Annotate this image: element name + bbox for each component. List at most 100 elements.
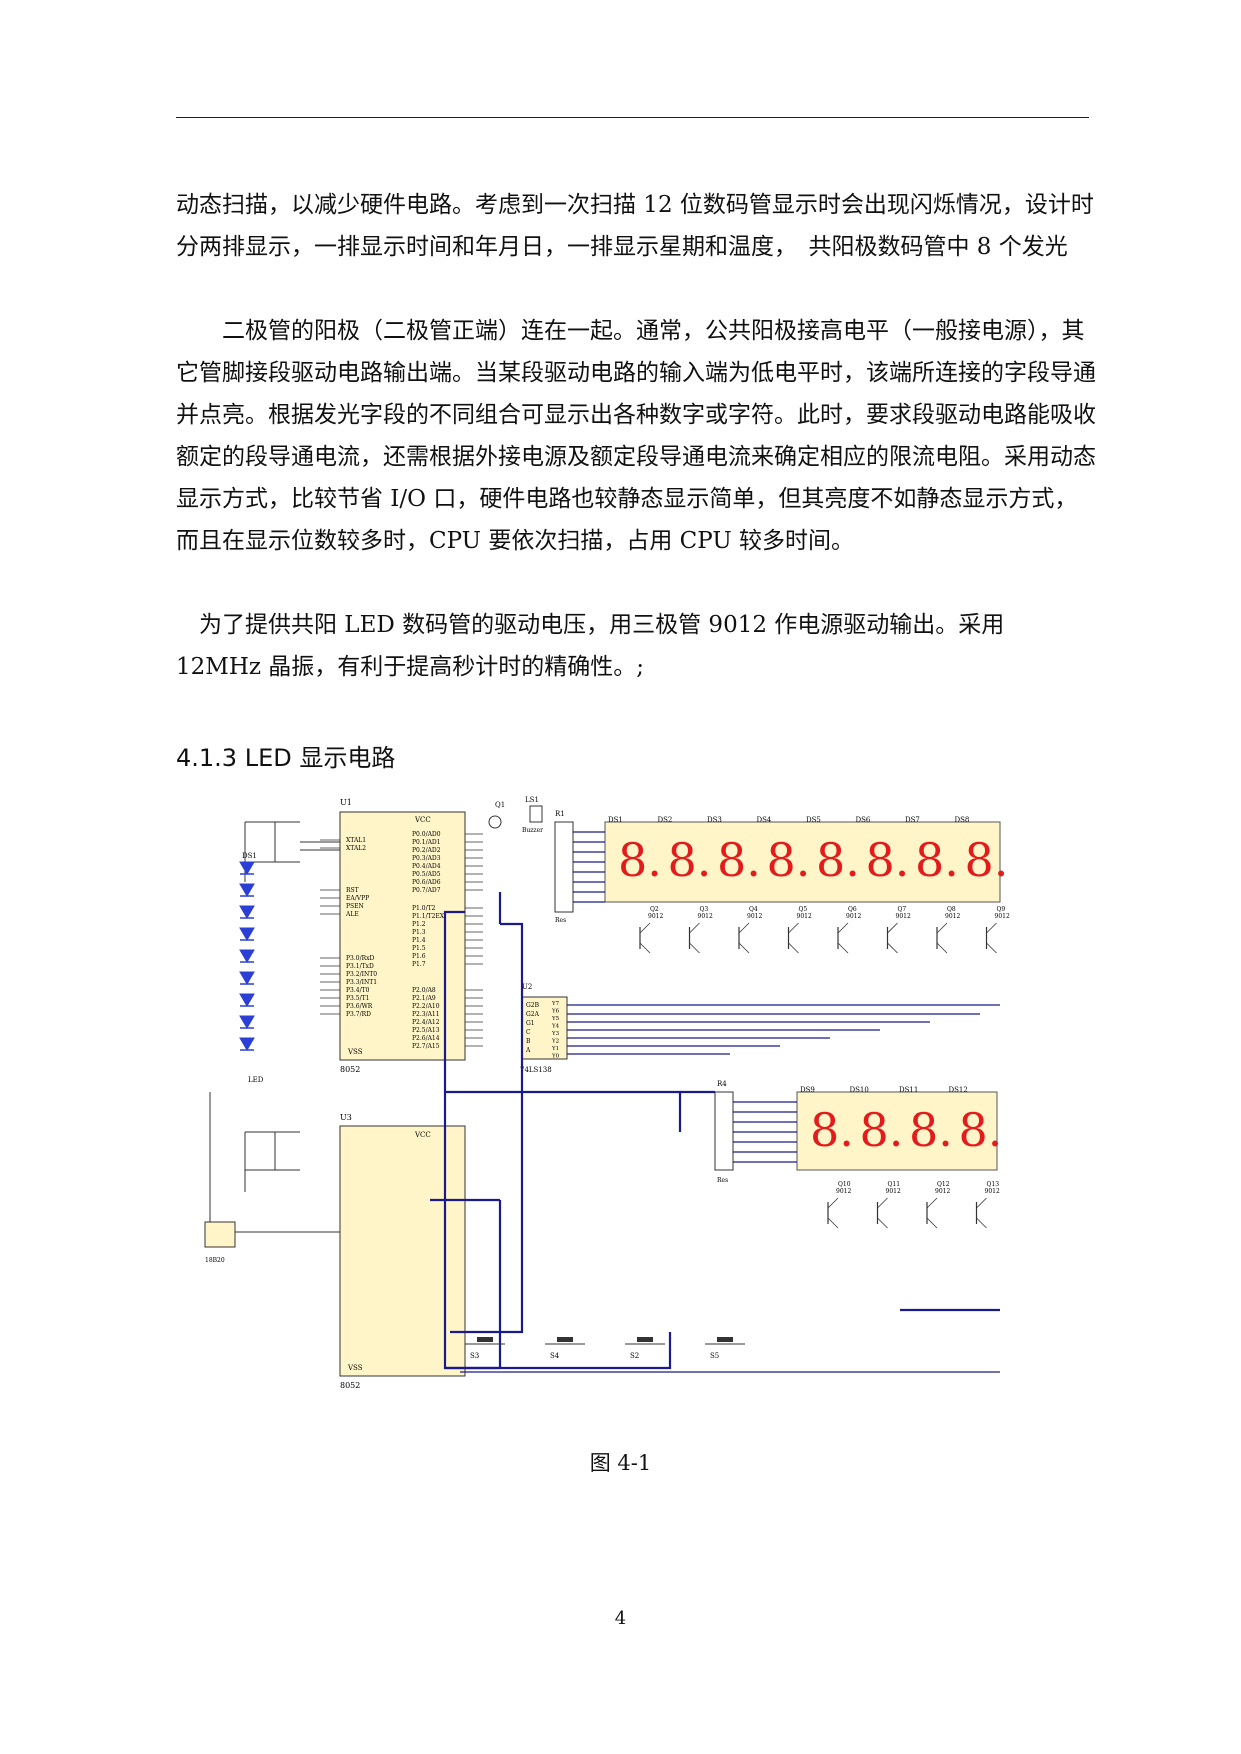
transistor-label: Q4 bbox=[749, 906, 758, 913]
u1-pin-right: P0.3/AD3 bbox=[412, 855, 441, 862]
transistor-label: Q10 bbox=[838, 1181, 851, 1188]
transistor-model: 9012 bbox=[945, 913, 960, 920]
u1-pin-left: RST bbox=[346, 887, 359, 894]
decoder-pin-right: Y2 bbox=[551, 1039, 559, 1045]
u1-pin-right: P2.1/A9 bbox=[412, 995, 436, 1002]
temp-sensor bbox=[204, 1221, 236, 1248]
u1-pin-right: P0.6/AD6 bbox=[412, 879, 441, 886]
u3-vss: VSS bbox=[347, 1364, 363, 1372]
u1-pin-left: P3.5/T1 bbox=[346, 995, 369, 1002]
decoder-pin-left: A bbox=[525, 1047, 531, 1054]
transistor-model: 9012 bbox=[797, 913, 812, 920]
u1-pin-right: P1.4 bbox=[412, 937, 426, 944]
u1-pin-right: P0.2/AD2 bbox=[412, 847, 441, 854]
led-label: LED bbox=[248, 1076, 264, 1084]
transistor-model: 9012 bbox=[698, 913, 713, 920]
transistor-label: Q8 bbox=[947, 906, 956, 913]
u1-pin-right: P1.3 bbox=[412, 929, 426, 936]
display-label: DS7 bbox=[905, 816, 920, 824]
u1-pin-right: P2.4/A12 bbox=[412, 1019, 440, 1026]
transistors-row-1: Q29012Q39012Q49012Q59012Q69012Q79012Q890… bbox=[639, 906, 1010, 954]
u1-pin-right: P1.1/T2EX bbox=[412, 913, 445, 920]
u1-pin-left: PSEN bbox=[346, 903, 364, 910]
u1-left-pins: XTAL1XTAL2RSTEA/VPPPSENALEP3.0/RxDP3.1/T… bbox=[320, 837, 377, 1018]
resistor-pack-r1: R1 Res bbox=[554, 810, 574, 924]
seven-segment-digit: 8. bbox=[810, 1103, 854, 1157]
u1-pin-left: XTAL1 bbox=[346, 837, 366, 844]
u1-pin-right: P2.0/A8 bbox=[412, 987, 436, 994]
seven-segment-digit: 8. bbox=[860, 1103, 904, 1157]
seven-segment-digit: 8. bbox=[816, 833, 860, 887]
led-column bbox=[239, 861, 255, 1051]
decoder-pin-left: G2A bbox=[526, 1011, 540, 1018]
u2-label: U2 bbox=[522, 983, 532, 991]
switch-label: S3 bbox=[470, 1352, 479, 1360]
seven-segment-digit: 8. bbox=[959, 1103, 1003, 1157]
u1-pin-left: XTAL2 bbox=[346, 845, 366, 852]
transistor-label: Q6 bbox=[848, 906, 857, 913]
u3-vcc: VCC bbox=[414, 1131, 431, 1139]
u1-pin-left: P3.4/T0 bbox=[346, 987, 370, 994]
paragraph-3: 为了提供共阳 LED 数码管的驱动电压，用三极管 9012 作电源驱动输出。采用… bbox=[176, 612, 1005, 680]
schematic-svg: U1 8052 VCC VSS U3 8052 VCC VSS XTAL1XTA… bbox=[184, 796, 1010, 1390]
decoder-pin-right: Y3 bbox=[551, 1031, 560, 1037]
transistor-model: 9012 bbox=[836, 1188, 851, 1195]
u1-pin-right: P1.2 bbox=[412, 921, 426, 928]
transistor-label: Q5 bbox=[799, 906, 808, 913]
transistor-label: Q12 bbox=[937, 1181, 950, 1188]
u3-label: U3 bbox=[340, 1113, 352, 1122]
decoder-pin-left: B bbox=[526, 1038, 531, 1045]
transistor-label: Q9 bbox=[997, 906, 1006, 913]
u1-pin-right: P0.1/AD1 bbox=[412, 839, 441, 846]
decoder-pin-left: C bbox=[526, 1029, 531, 1036]
page-number: 4 bbox=[614, 1608, 627, 1629]
display-label: DS4 bbox=[757, 816, 772, 824]
u1-pin-right: P0.4/AD4 bbox=[412, 863, 441, 870]
transistor-model: 9012 bbox=[995, 913, 1010, 920]
transistor-model: 9012 bbox=[846, 913, 861, 920]
figure-caption: 图 4-1 bbox=[589, 1451, 652, 1475]
display-label: DS3 bbox=[707, 816, 722, 824]
r4-res: Res bbox=[717, 1177, 728, 1184]
decoder-pin-right: Y7 bbox=[551, 1001, 560, 1007]
u1-pin-right: P2.6/A14 bbox=[412, 1035, 440, 1042]
display-label: DS11 bbox=[899, 1086, 918, 1094]
switch-label: S5 bbox=[710, 1352, 719, 1360]
seven-segment-digit: 8. bbox=[965, 833, 1009, 887]
display-label: DS9 bbox=[800, 1086, 815, 1094]
r1-label: R1 bbox=[555, 810, 565, 818]
u1-pin-left: P3.7/RD bbox=[346, 1011, 371, 1018]
decoder-pin-left: G2B bbox=[526, 1002, 540, 1009]
section-heading: 4.1.3 LED 显示电路 bbox=[176, 744, 396, 772]
display-label: DS8 bbox=[955, 816, 970, 824]
seven-segment-digit: 8. bbox=[915, 833, 959, 887]
display-row-1 bbox=[604, 821, 1001, 903]
decoder-pin-right: Y6 bbox=[551, 1009, 560, 1015]
u3-model: 8052 bbox=[340, 1381, 360, 1390]
transistor-model: 9012 bbox=[935, 1188, 950, 1195]
r1-res: Res bbox=[555, 917, 566, 924]
transistor-model: 9012 bbox=[648, 913, 663, 920]
transistor-label: Q7 bbox=[898, 906, 907, 913]
transistor-label: Q2 bbox=[650, 906, 659, 913]
display-label: DS2 bbox=[658, 816, 673, 824]
r4-label: R4 bbox=[717, 1080, 727, 1088]
decoder-pin-right: Y1 bbox=[551, 1046, 559, 1052]
u1-pin-right: P1.5 bbox=[412, 945, 426, 952]
seven-segment-digit: 8. bbox=[618, 833, 662, 887]
temp-sensor-label: 18B20 bbox=[205, 1257, 225, 1264]
u1-label: U1 bbox=[340, 798, 352, 807]
seven-segment-digit: 8. bbox=[909, 1103, 953, 1157]
u1-pin-right: P0.7/AD7 bbox=[412, 887, 441, 894]
u1-pin-right: P0.0/AD0 bbox=[412, 831, 441, 838]
u1-pin-right: P2.2/A10 bbox=[412, 1003, 440, 1010]
display-label: DS12 bbox=[949, 1086, 968, 1094]
u1-pin-left: P3.2/INT0 bbox=[346, 971, 377, 978]
paragraph-2: 二极管的阳极（二极管正端）连在一起。通常，公共阳极接高电平（一般接电源），其它管… bbox=[176, 318, 1096, 554]
u1-pin-right: P2.3/A11 bbox=[412, 1011, 440, 1018]
